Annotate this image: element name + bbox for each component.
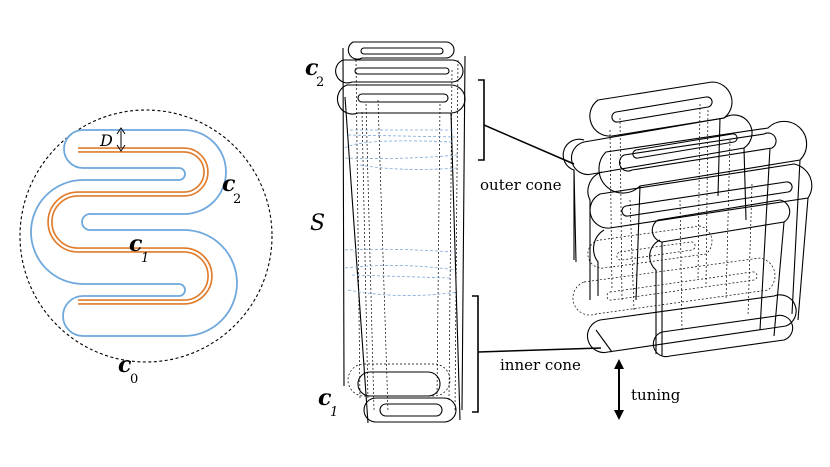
inner-cone-bracket <box>472 295 479 413</box>
label-c1-mid-sub: 1 <box>330 405 338 420</box>
outer-cone-leader <box>483 124 575 165</box>
cross-section-panel: D c 2 c 1 c 0 <box>19 109 273 387</box>
label-tuning: tuning <box>631 386 681 404</box>
label-D: D <box>99 131 113 150</box>
label-S: S <box>310 211 325 236</box>
label-c1-mid: c <box>318 385 332 411</box>
curve-c2 <box>30 129 238 337</box>
label-c2-mid-sub: 2 <box>316 75 324 90</box>
label-outer-cone: outer cone <box>480 176 562 194</box>
label-inner-cone: inner cone <box>500 356 581 374</box>
label-c2-left: c <box>222 171 236 197</box>
label-c1-left-sub: 1 <box>141 251 149 266</box>
label-c2-mid: c <box>305 55 319 81</box>
label-c0: c <box>118 352 132 378</box>
inner-cone-leader <box>477 347 602 353</box>
label-c2-left-sub: 2 <box>233 192 241 207</box>
surface-S-panel: c 2 S c 1 <box>305 41 485 424</box>
tuning-arrow <box>614 359 624 420</box>
cone-assembly-panel <box>562 81 813 420</box>
curve-c1 <box>47 147 213 305</box>
label-c1-left: c <box>129 231 143 257</box>
dimension-D-arrow <box>116 127 126 152</box>
outer-circle-c0 <box>19 109 273 363</box>
outer-cone-bracket <box>478 79 485 161</box>
label-c0-sub: 0 <box>130 372 138 387</box>
